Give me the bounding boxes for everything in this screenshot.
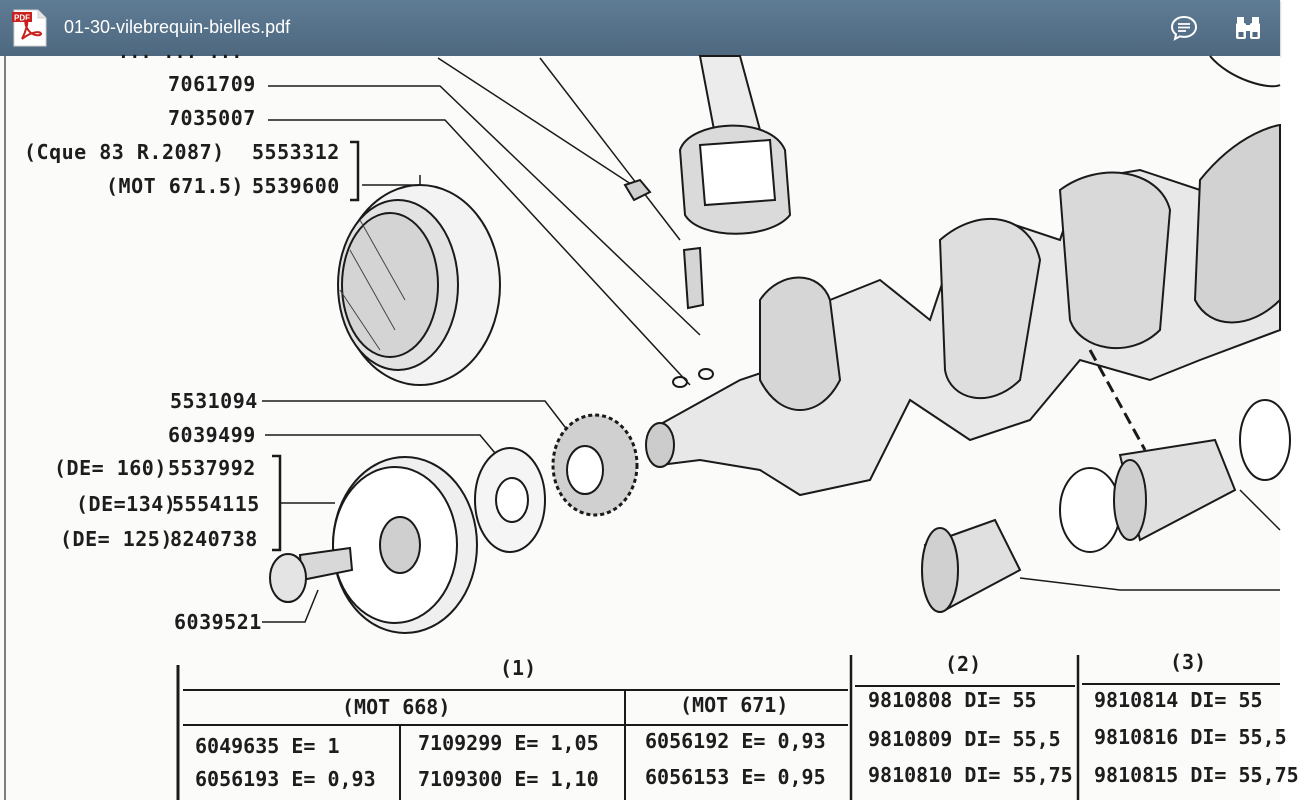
note-mot-671-5: (MOT 671.5) <box>106 174 244 198</box>
note-de-134: (DE=134) <box>76 492 177 516</box>
part-7035007: 7035007 <box>168 106 256 130</box>
table-header-1: (1) <box>500 656 537 680</box>
note-de-125: (DE= 125) <box>60 527 173 551</box>
table-cell: 6049635 E= 1 <box>195 734 340 758</box>
table-cell: 7109299 E= 1,05 <box>418 731 599 755</box>
part-5554115: 5554115 <box>172 492 260 516</box>
table-cell: 6056193 E= 0,93 <box>195 767 376 791</box>
table-header-3: (3) <box>1170 650 1207 674</box>
table-cell: 9810815 DI= 55,75 <box>1094 763 1299 787</box>
table-header-2: (2) <box>945 652 982 676</box>
part-7061709: 7061709 <box>168 72 256 96</box>
part-5531094: 5531094 <box>170 389 258 413</box>
part-6039521: 6039521 <box>174 610 262 634</box>
part-5537992: 5537992 <box>168 456 256 480</box>
crankshaft-exploded-drawing <box>4 55 1291 800</box>
comment-icon[interactable] <box>1168 12 1200 44</box>
part-5539600: 5539600 <box>252 174 340 198</box>
table-cell: 9810816 DI= 55,5 <box>1094 725 1287 749</box>
table-subheader-mot-671: (MOT 671) <box>680 693 789 717</box>
binoculars-search-icon[interactable] <box>1232 12 1264 44</box>
app-toolbar: PDF 01-30-vilebrequin-bielles.pdf <box>0 0 1280 56</box>
pdf-file-icon: PDF <box>12 9 48 47</box>
document-title: 01-30-vilebrequin-bielles.pdf <box>64 17 291 37</box>
table-cell: 6056192 E= 0,93 <box>645 729 826 753</box>
table-cell: 9810814 DI= 55 <box>1094 688 1263 712</box>
table-cell: 9810808 DI= 55 <box>868 688 1037 712</box>
svg-text:PDF: PDF <box>14 14 30 23</box>
note-cque-83: (Cque 83 R.2087) <box>24 140 225 164</box>
table-cell: 9810809 DI= 55,5 <box>868 727 1061 751</box>
note-de-160: (DE= 160) <box>54 456 167 480</box>
table-cell: 6056153 E= 0,95 <box>645 765 826 789</box>
table-cell: 9810810 DI= 55,75 <box>868 763 1073 787</box>
table-subheader-mot-668: (MOT 668) <box>342 695 451 719</box>
part-8240738: 8240738 <box>170 527 258 551</box>
pdf-page[interactable]: ... ... ... 7061709 7035007 (Cque 83 R.2… <box>0 42 1299 800</box>
table-cell: 7109300 E= 1,10 <box>418 767 599 791</box>
partial-top-label: ... ... ... <box>118 42 243 63</box>
part-5553312: 5553312 <box>252 140 340 164</box>
part-6039499: 6039499 <box>168 423 256 447</box>
